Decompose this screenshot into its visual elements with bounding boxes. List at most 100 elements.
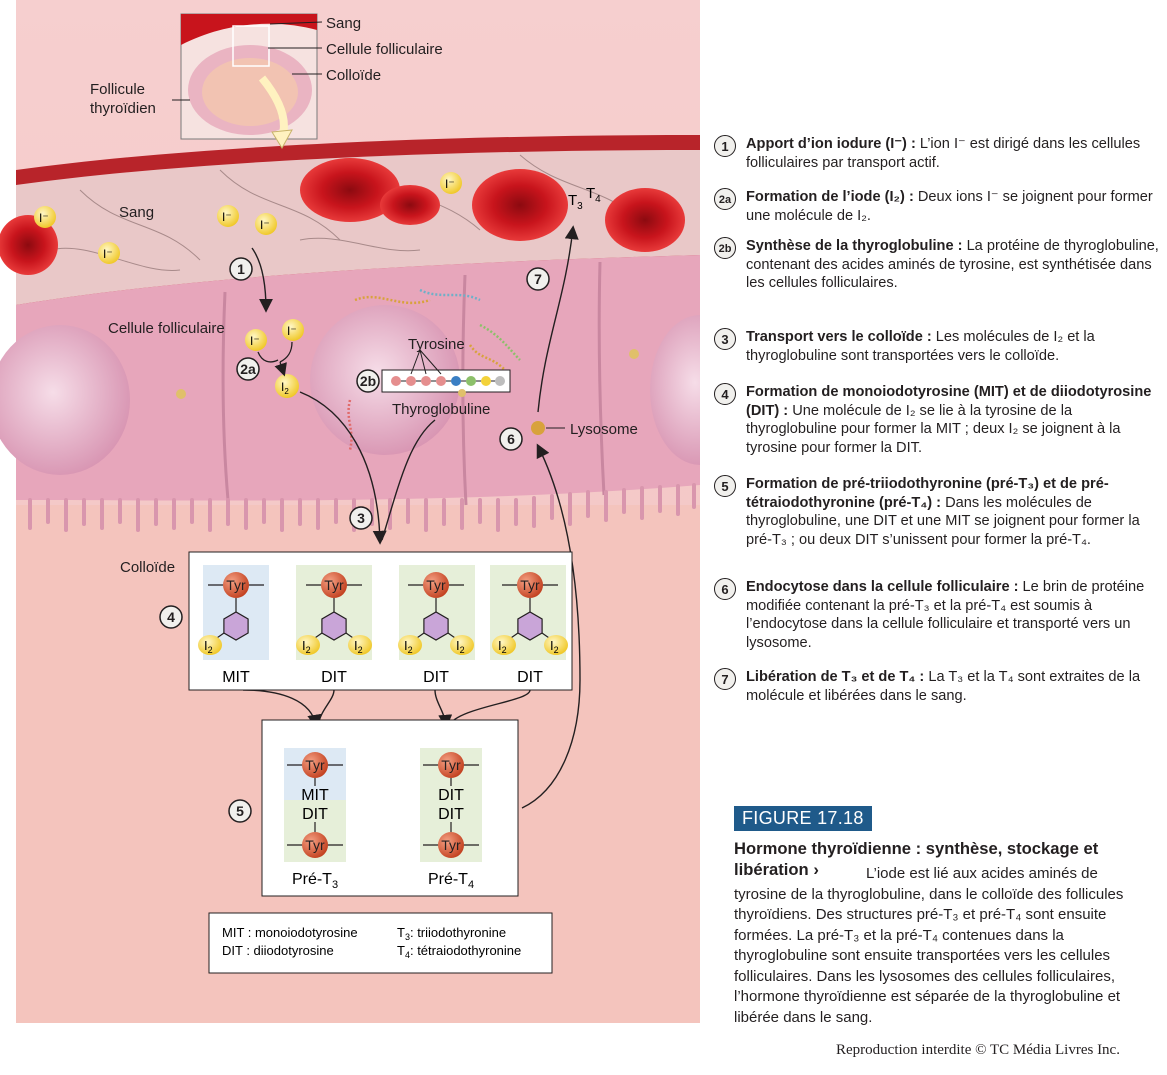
step-marker-2a: 2a — [236, 357, 260, 381]
svg-text:2b: 2b — [360, 373, 376, 389]
colloid-label: Colloïde — [120, 559, 175, 576]
legend-step-description: Dans les molécules de thyroglobuline, un… — [746, 494, 1140, 548]
legend-step-description: Deux ions I⁻ se joignent pour former une… — [746, 189, 1153, 224]
figure-tag: FIGURE 17.18 — [734, 806, 872, 831]
thyroglobulin-chain — [381, 349, 511, 393]
svg-text:7: 7 — [534, 271, 542, 287]
legend-step-title: Synthèse de la thyroglobuline : — [746, 238, 963, 254]
microvilli — [28, 483, 696, 532]
legend-step-text: Formation de pré-triiodothyronine (pré-T… — [746, 475, 1159, 549]
tyr-ball — [302, 832, 328, 858]
step-number-badge: 1 — [714, 135, 736, 157]
legend-step-title: Libération de T₃ et de T₄ : — [746, 669, 925, 685]
i2-badge: I2 — [348, 635, 372, 655]
step-marker-5: 5 — [228, 799, 252, 823]
svg-text:DIT: DIT — [438, 806, 464, 823]
svg-text:I⁻: I⁻ — [287, 324, 297, 338]
benzene-ring — [423, 611, 449, 641]
step-number-badge: 7 — [714, 668, 736, 690]
svg-text:2a: 2a — [240, 361, 256, 377]
svg-text:I2: I2 — [550, 638, 559, 655]
svg-text:5: 5 — [236, 803, 244, 819]
step-marker-1: 1 — [229, 257, 253, 281]
inset-follicle-label-1: Follicule — [90, 81, 145, 98]
thyroglobulin-strands — [347, 288, 521, 451]
legend-step-5: 5 Formation de pré-triiodothyronine (pré-… — [714, 475, 1159, 549]
iodide-ions: I⁻ I⁻ I⁻ I⁻ I⁻ I⁻ I⁻ — [34, 172, 462, 351]
copyright: Reproduction interdite © TC Média Livres… — [836, 1042, 1120, 1058]
tyr-label: Tyr — [441, 757, 461, 773]
step-number-badge: 5 — [714, 475, 736, 497]
key-dit: DIT : diiodotyrosine — [222, 943, 334, 958]
tyr-ball — [438, 752, 464, 778]
abbreviation-key — [208, 912, 553, 974]
legend-step-3: 3 Transport vers le colloïde : Les molécu… — [714, 328, 1159, 365]
arrow-i2-to-colloid — [299, 391, 387, 545]
legend-step-title: Endocytose dans la cellule folliculaire … — [746, 579, 1019, 595]
arrow-step-7 — [537, 225, 579, 413]
thyroid-hormone-diagram: Sang Cellule folliculaire Colloïde Folli… — [0, 0, 700, 1023]
svg-text:I⁻: I⁻ — [222, 210, 232, 224]
step-markers: 1 2a 2b 3 4 5 6 7 — [159, 257, 550, 823]
legend-step-title: Formation de monoiodotyrosine (MIT) et d… — [746, 384, 1152, 419]
legend-step-text: Synthèse de la thyroglobuline : La proté… — [746, 237, 1159, 293]
tyr-label: Tyr — [226, 577, 246, 593]
key-t4: T4: tétraiodothyronine — [397, 943, 521, 960]
legend-step-description: Une molécule de I₂ se lie à la tyrosine … — [746, 402, 1121, 456]
tyr-ball — [321, 572, 347, 598]
step-marker-6: 6 — [499, 427, 523, 451]
follicular-cell-label: Cellule folliculaire — [108, 320, 225, 337]
lysosome — [531, 421, 545, 435]
tyr-ball — [302, 752, 328, 778]
i2-badge: I2 — [492, 635, 516, 655]
i2-badge: I2 — [450, 635, 474, 655]
figure-arrow: › — [813, 860, 819, 879]
key-mit: MIT : monoiodotyrosine — [222, 925, 358, 940]
tyr-ball — [438, 832, 464, 858]
svg-text:I2: I2 — [204, 638, 213, 655]
step-marker-2b: 2b — [356, 369, 380, 393]
dit-label: DIT — [321, 669, 347, 686]
legend-step-4: 4 Formation de monoiodotyrosine (MIT) et … — [714, 383, 1159, 457]
legend-step-text: Transport vers le colloïde : Les molécul… — [746, 328, 1159, 365]
svg-text:I2: I2 — [354, 638, 363, 655]
arrow-thyroglobulin-to-colloid — [381, 419, 436, 541]
svg-text:I2: I2 — [404, 638, 413, 655]
step-marker-4: 4 — [159, 605, 183, 629]
step-number-badge: 4 — [714, 383, 736, 405]
legend-step-title: Apport d’ion iodure (I⁻) : — [746, 136, 916, 152]
svg-text:Pré-T4: Pré-T4 — [428, 871, 474, 891]
tyr-ball — [423, 572, 449, 598]
benzene-ring — [223, 611, 249, 641]
tyr-label: Tyr — [305, 837, 325, 853]
i2-badge: I2 — [398, 635, 422, 655]
figure-caption: L’iode est lié aux acides aminés de tyro… — [734, 865, 1124, 1026]
granule — [176, 389, 186, 399]
svg-text:I2: I2 — [302, 638, 311, 655]
tyr-ball — [517, 572, 543, 598]
red-blood-cells — [0, 158, 685, 275]
step-number-badge: 3 — [714, 328, 736, 350]
legend-step-title: Transport vers le colloïde : — [746, 329, 932, 345]
legend-step-description: La protéine de thyroglobuline, contenant… — [746, 238, 1159, 291]
inset-follicular-cell-label: Cellule folliculaire — [326, 41, 443, 58]
pre-t3-t4-box — [261, 719, 519, 897]
step-number-badge: 2b — [714, 237, 736, 259]
legend-step-description: Les molécules de I₂ et la thyroglobuline… — [746, 329, 1095, 364]
key-t3: T3: triiodothyronine — [397, 925, 506, 942]
svg-text:MIT: MIT — [301, 787, 329, 804]
tyrosine-label: Tyrosine — [408, 336, 465, 353]
svg-text:3: 3 — [357, 510, 365, 526]
svg-text:4: 4 — [167, 609, 175, 625]
tyr-label: Tyr — [520, 577, 540, 593]
i2-badge: I2 — [544, 635, 568, 655]
legend-step-text: Endocytose dans la cellule folliculaire … — [746, 578, 1159, 652]
i2-badge: I2 — [198, 635, 222, 655]
